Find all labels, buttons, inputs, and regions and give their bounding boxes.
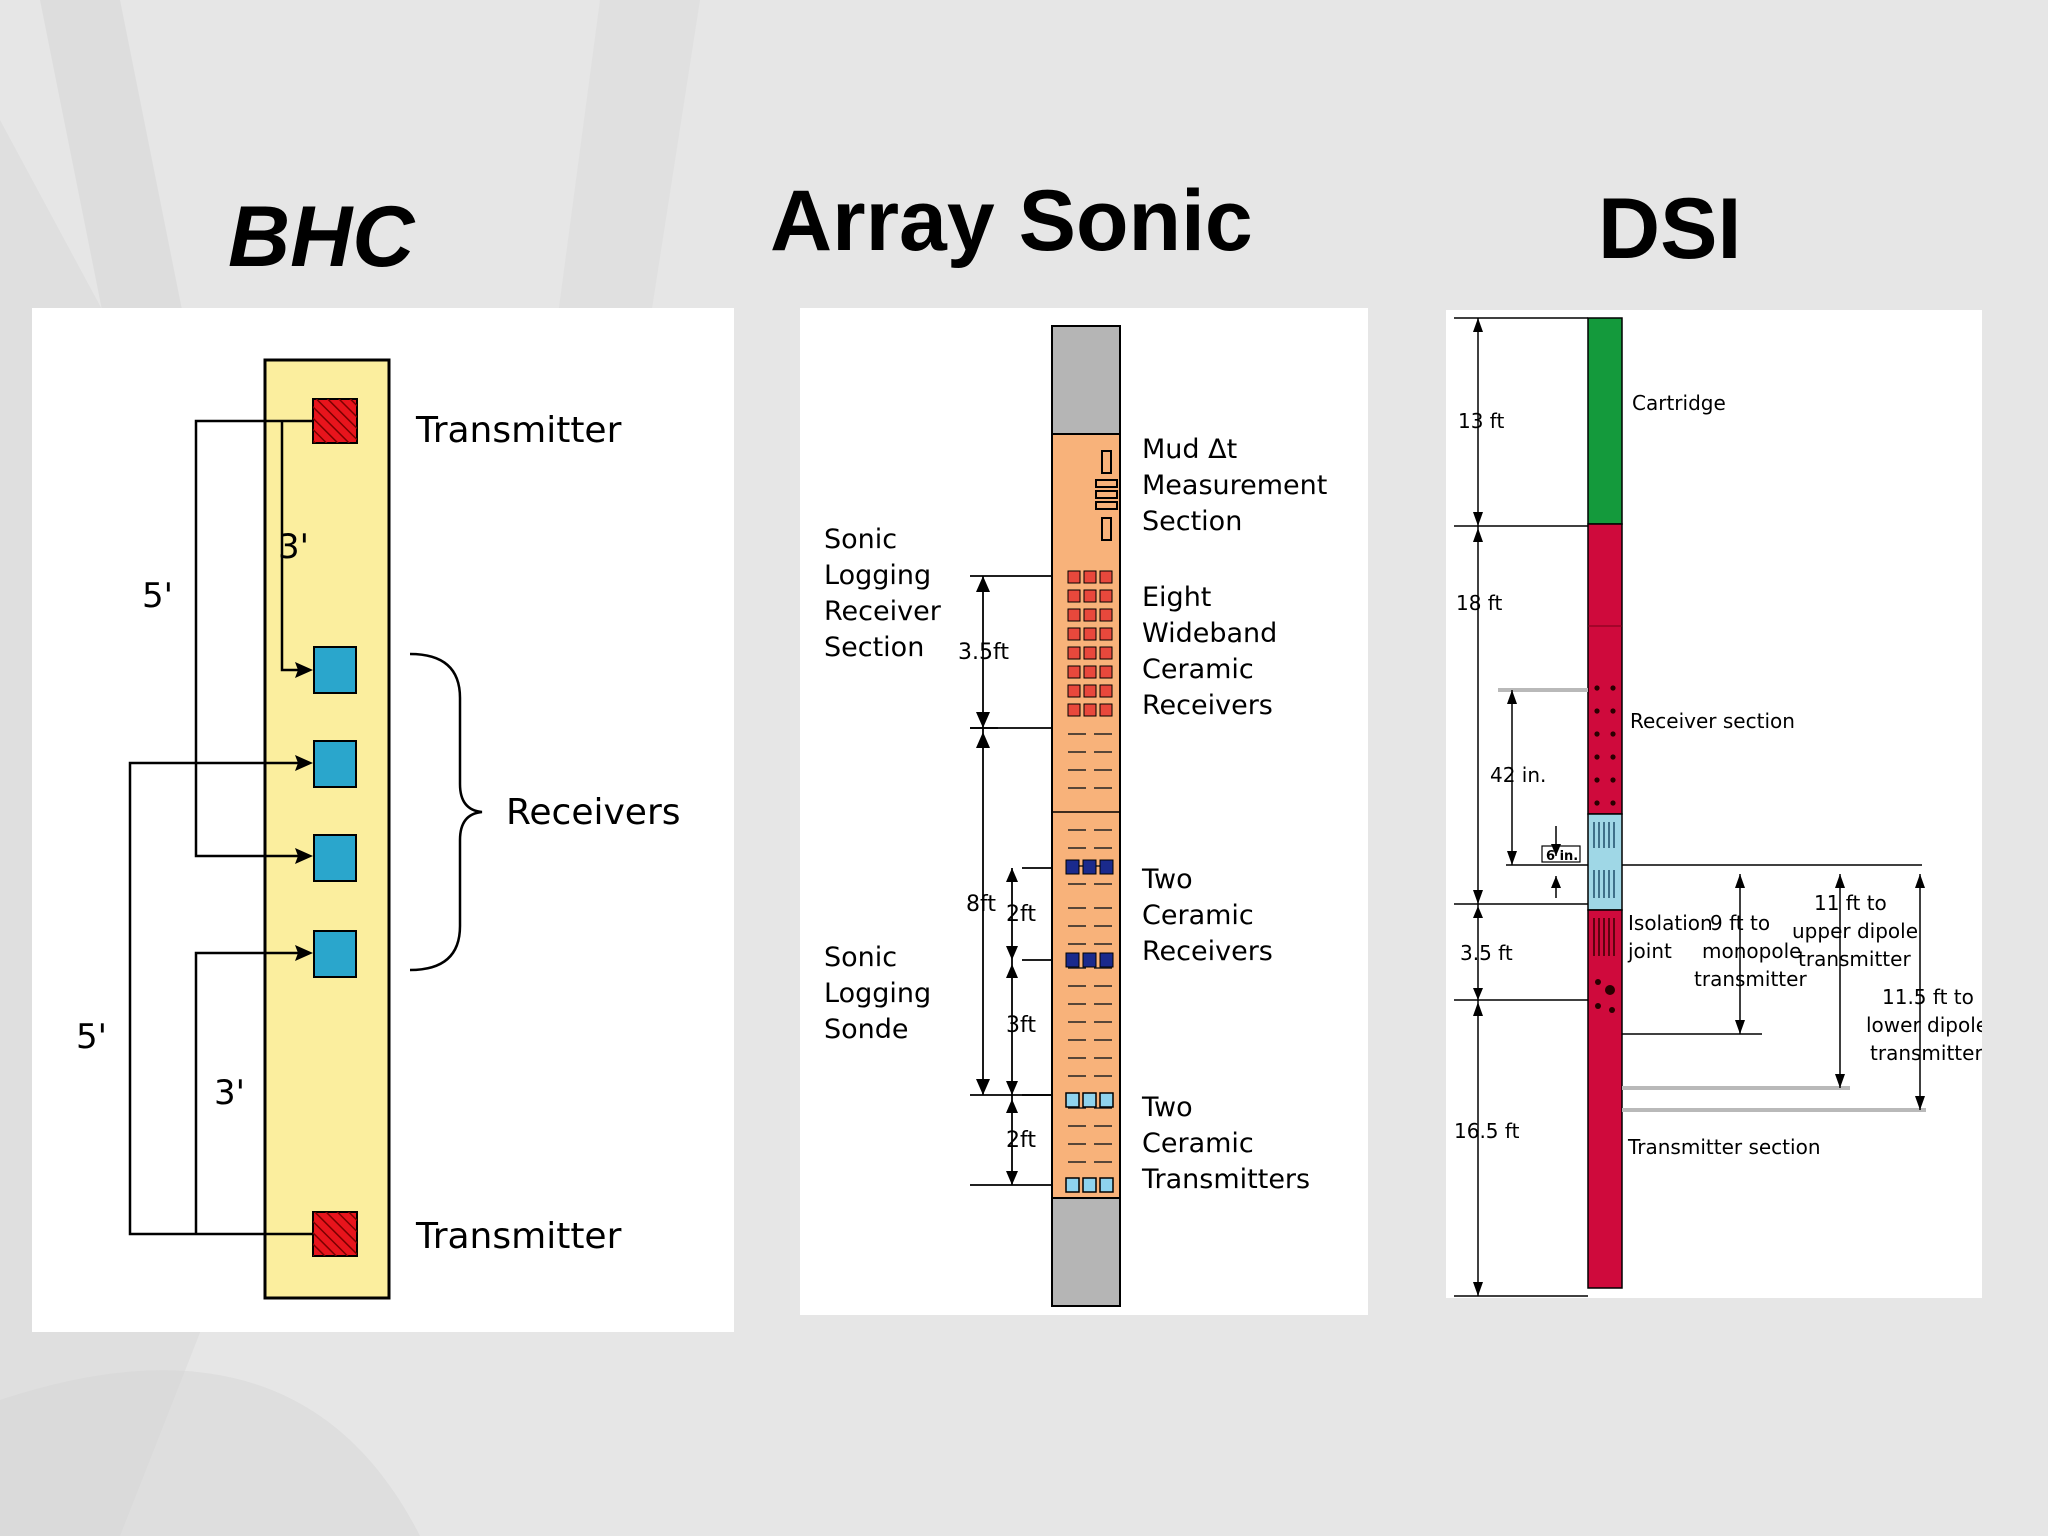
- dsi-monopole-line1: 9 ft to: [1710, 911, 1770, 935]
- dsi-lower-dipole-line1: 11.5 ft to: [1882, 985, 1974, 1009]
- bhc-diagram: Transmitter Transmitter Receivers 3' 5' …: [32, 308, 734, 1332]
- dsi-upper-dipole-line2: upper dipole: [1792, 919, 1918, 943]
- array-dim-8ft: 8ft: [966, 892, 996, 917]
- array-bottom-cap: [1051, 1197, 1121, 1307]
- array-dim-3-5ft: 3.5ft: [958, 640, 1009, 665]
- dsi-receiver-dots: [1594, 685, 1616, 806]
- array-dim-2ft-lower: 2ft: [1006, 1128, 1036, 1153]
- bhc-tool-body: [263, 358, 391, 1300]
- bhc-receivers-label: Receivers: [506, 792, 681, 833]
- dsi-gray-extension-lines: [1498, 688, 1926, 1112]
- dsi-lower-dipole-line3: transmitter: [1870, 1041, 1982, 1065]
- array-two-receivers-line1: Two: [1141, 864, 1193, 895]
- dsi-isolation-joint: [1587, 813, 1623, 911]
- array-sonde-line3: Sonde: [824, 1014, 909, 1045]
- dsi-dimension-lines: [1477, 318, 1921, 1296]
- bhc-title: BHC: [228, 189, 415, 285]
- array-mud-section-line1: Mud Δt: [1142, 434, 1237, 465]
- bhc-transmitter-bottom-label: Transmitter: [415, 1216, 622, 1257]
- dsi-transmitter-section-label: Transmitter section: [1627, 1135, 1821, 1159]
- array-two-transmitters-line1: Two: [1141, 1092, 1193, 1123]
- dsi-dim-16-5ft: 16.5 ft: [1454, 1119, 1520, 1143]
- dsi-upper-dipole-line1: 11 ft to: [1814, 891, 1887, 915]
- bhc-span-3ft-lower: 3': [214, 1073, 245, 1113]
- array-two-receivers-line2: Ceramic: [1142, 900, 1254, 931]
- array-receiver-section-line2: Logging: [824, 560, 931, 591]
- bhc-arrowheads: [295, 662, 313, 961]
- dsi-dipole-transmitter-dots: [1595, 979, 1615, 1013]
- dsi-title: DSI: [1598, 181, 1742, 277]
- dsi-isolation-line2: joint: [1627, 939, 1672, 963]
- dsi-receiver-body: [1587, 523, 1623, 815]
- bhc-transmitter-top: [312, 398, 358, 444]
- dsi-diagram: Cartridge Receiver section Isolation joi…: [1446, 310, 1982, 1298]
- array-dim-3ft: 3ft: [1006, 1013, 1036, 1038]
- dsi-lower-dipole-line2: lower dipole: [1866, 1013, 1982, 1037]
- dsi-cartridge-section: [1587, 317, 1623, 525]
- array-receiver-section-line3: Receiver: [824, 596, 942, 627]
- dsi-extension-lines: [1454, 317, 1922, 1297]
- array-two-receiver-cells: [1065, 859, 1114, 968]
- array-two-receivers-line3: Receivers: [1142, 936, 1273, 967]
- array-mud-section-line3: Section: [1142, 506, 1242, 537]
- array-sonic-diagram: Mud Δt Measurement Section Sonic Logging…: [800, 308, 1368, 1315]
- array-two-transmitters-line2: Ceramic: [1142, 1128, 1254, 1159]
- array-two-transmitter-cells: [1065, 1092, 1114, 1193]
- array-eight-receivers-line1: Eight: [1142, 582, 1211, 613]
- array-receiver-section-line4: Section: [824, 632, 924, 663]
- bhc-span-5ft-upper: 5': [142, 576, 173, 616]
- bhc-diagram-canvas: Transmitter Transmitter Receivers 3' 5' …: [76, 358, 681, 1300]
- dsi-dimension-arrowheads: [1473, 318, 1925, 1296]
- array-sonde-line2: Logging: [824, 978, 931, 1009]
- dsi-diagram-canvas: Cartridge Receiver section Isolation joi…: [1454, 317, 1982, 1297]
- dsi-transmitter-body: [1587, 909, 1623, 1289]
- array-eight-receivers-line3: Ceramic: [1142, 654, 1254, 685]
- bhc-transmitter-bottom: [312, 1211, 358, 1257]
- array-mud-measurement-elements: [1095, 450, 1118, 541]
- dsi-dim-13ft: 13 ft: [1458, 409, 1504, 433]
- array-dimension-lines: [970, 575, 1052, 1186]
- bhc-span-3ft-upper: 3': [278, 527, 309, 567]
- array-sonde-line1: Sonic: [824, 942, 897, 973]
- bhc-receiver-4: [313, 930, 357, 978]
- array-eight-receivers-line2: Wideband: [1142, 618, 1277, 649]
- array-receiver-section-line1: Sonic: [824, 524, 897, 555]
- array-two-transmitters-line3: Transmitters: [1141, 1164, 1310, 1195]
- bhc-span-5ft-lower: 5': [76, 1017, 107, 1057]
- array-spacer-dashes: [1068, 733, 1112, 1163]
- array-eight-receiver-cells: [1067, 570, 1113, 717]
- dsi-6in-box: [1541, 845, 1581, 863]
- dsi-dim-3-5ft: 3.5 ft: [1460, 941, 1513, 965]
- bhc-ray-paths: [128, 419, 313, 1236]
- dsi-isolation-line1: Isolation: [1628, 911, 1713, 935]
- array-eight-receivers-line4: Receivers: [1142, 690, 1273, 721]
- bhc-receiver-1: [313, 646, 357, 694]
- dsi-monopole-line2: monopole: [1702, 939, 1801, 963]
- dsi-receiver-section-label: Receiver section: [1630, 709, 1795, 733]
- dsi-upper-dipole-line3: transmitter: [1798, 947, 1911, 971]
- bhc-receiver-3: [313, 834, 357, 882]
- array-mud-section-line2: Measurement: [1142, 470, 1327, 501]
- dsi-cartridge-label: Cartridge: [1632, 391, 1726, 415]
- dsi-dim-18ft: 18 ft: [1456, 591, 1502, 615]
- dsi-isolation-stripes: [1593, 822, 1615, 898]
- array-dimension-arrowheads: [976, 576, 1018, 1185]
- dsi-dim-6in: 6 in.: [1546, 849, 1578, 864]
- array-tool-body: [1051, 433, 1121, 1199]
- dsi-dim-42in: 42 in.: [1490, 763, 1546, 787]
- dsi-monopole-line3: transmitter: [1694, 967, 1807, 991]
- array-sonic-title: Array Sonic: [770, 173, 1253, 269]
- array-top-cap: [1051, 325, 1121, 435]
- array-sonic-diagram-canvas: Mud Δt Measurement Section Sonic Logging…: [824, 325, 1327, 1307]
- array-dim-2ft-upper: 2ft: [1006, 902, 1036, 927]
- dsi-monopole-transmitter-grid: [1593, 918, 1615, 956]
- bhc-transmitter-top-label: Transmitter: [415, 410, 622, 451]
- bhc-receivers-brace: [409, 652, 483, 972]
- bhc-receiver-2: [313, 740, 357, 788]
